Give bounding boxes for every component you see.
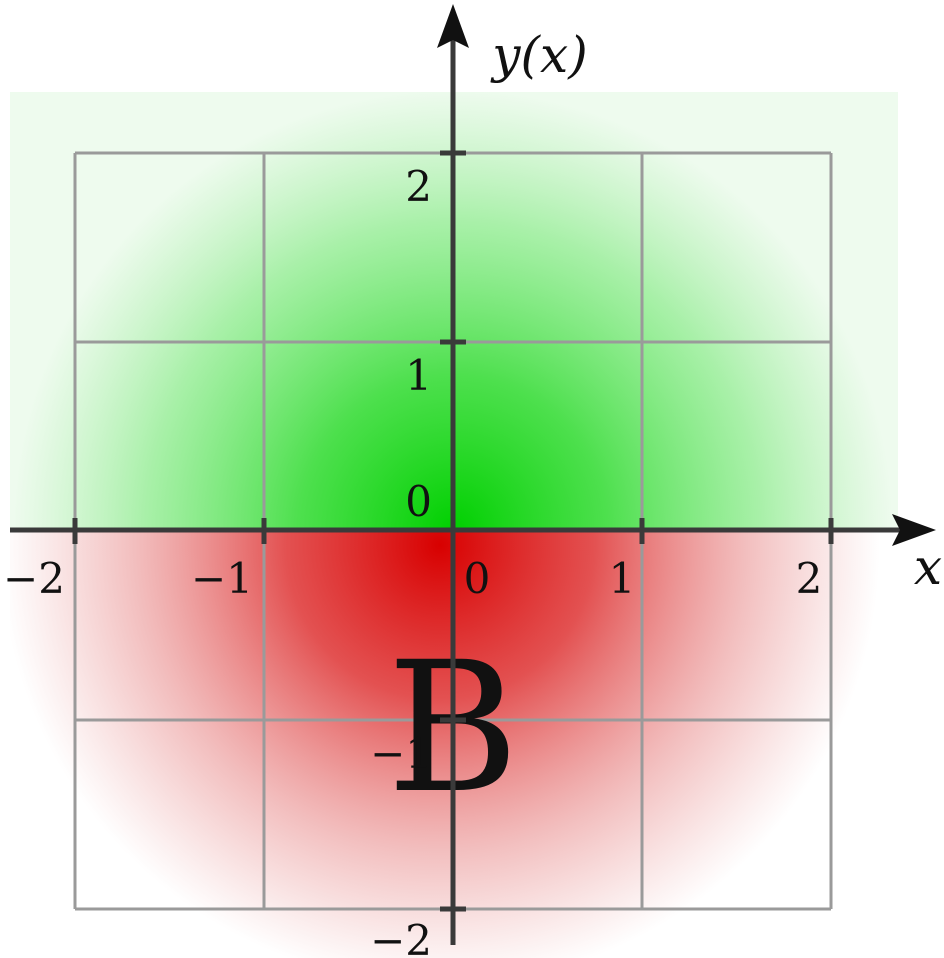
x-axis-arrowhead (892, 514, 936, 546)
x-tick-label: −2 (3, 554, 65, 603)
x-tick-label: 2 (796, 554, 823, 603)
y-tick-label: 0 (405, 477, 432, 526)
y-tick-label: 2 (405, 162, 432, 211)
x-tick-labels: −2 −1 0 1 2 (3, 554, 822, 603)
y-tick-label: 1 (405, 351, 432, 400)
x-axis-title: x (914, 538, 942, 596)
axes (10, 4, 936, 945)
x-tick-label: −1 (191, 554, 253, 603)
y-axis-title: y(x) (490, 26, 587, 84)
tick-marks (72, 150, 834, 912)
y-axis-arrowhead (437, 4, 469, 48)
x-tick-label: 1 (609, 554, 636, 603)
y-tick-label: −2 (370, 916, 432, 958)
y-tick-label: −1 (370, 729, 432, 778)
y-tick-labels: 2 1 0 −1 −2 (370, 162, 432, 958)
x-tick-label: 0 (464, 554, 491, 603)
